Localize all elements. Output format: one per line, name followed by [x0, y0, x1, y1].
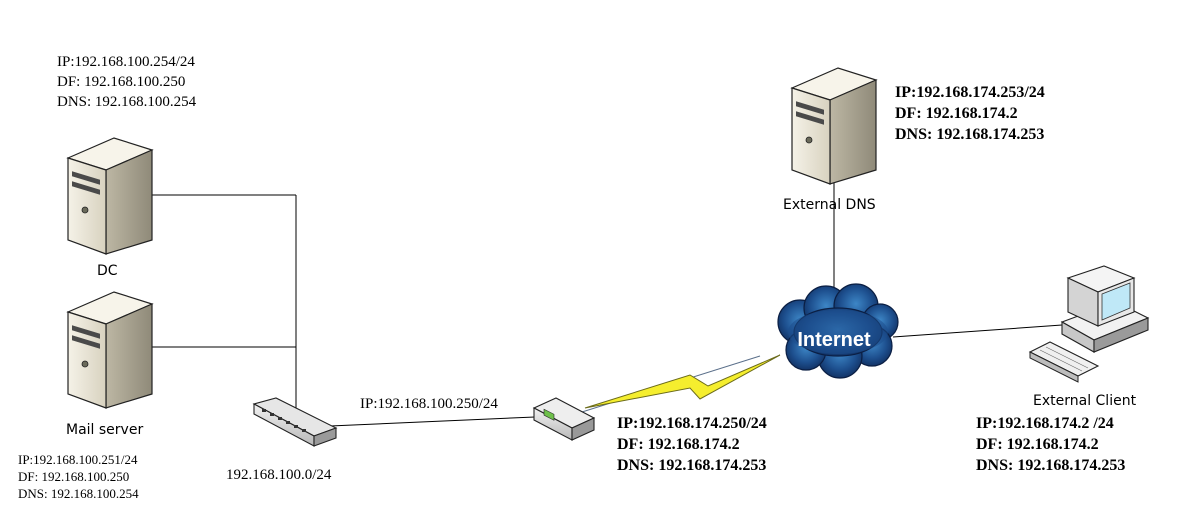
- router-icon: [532, 397, 596, 441]
- server-icon: [66, 291, 154, 409]
- external-dns-label: External DNS: [783, 197, 876, 213]
- external-client-dns: DNS: 192.168.174.253: [976, 457, 1126, 474]
- external-client-ip: IP:192.168.174.2 /24: [976, 415, 1114, 432]
- switch-icon: [252, 397, 338, 447]
- router-wan-info: IP:192.168.174.250/24 DF: 192.168.174.2 …: [617, 413, 767, 476]
- cloud-icon: [777, 283, 899, 379]
- connection-lines: [152, 183, 1063, 427]
- server-icon: [66, 137, 154, 255]
- external-client-label: External Client: [1033, 393, 1137, 409]
- dc-default-gateway: DF: 192.168.100.250: [57, 74, 186, 90]
- dc-info: IP:192.168.100.254/24 DF: 192.168.100.25…: [57, 52, 196, 112]
- mail-server-label: Mail server: [66, 422, 144, 438]
- server-icon: [790, 67, 878, 185]
- mail-ip: IP:192.168.100.251/24: [18, 452, 138, 467]
- dc-label: DC: [97, 263, 118, 279]
- dc-ip: IP:192.168.100.254/24: [57, 54, 195, 70]
- external-dns-default-gateway: DF: 192.168.174.2: [895, 105, 1018, 122]
- router-default-gateway: DF: 192.168.174.2: [617, 436, 740, 453]
- external-dns-info: IP:192.168.174.253/24 DF: 192.168.174.2 …: [895, 82, 1045, 145]
- mail-dns: DNS: 192.168.100.254: [18, 486, 139, 501]
- external-dns-ip: IP:192.168.174.253/24: [895, 84, 1045, 101]
- dc-dns: DNS: 192.168.100.254: [57, 94, 197, 110]
- desktop-computer-icon: [1028, 265, 1150, 383]
- switch-subnet-label: 192.168.100.0/24: [226, 467, 332, 483]
- switch-router-link: [329, 416, 536, 427]
- mail-server-info: IP:192.168.100.251/24 DF: 192.168.100.25…: [18, 451, 139, 502]
- router-lan-ip: IP:192.168.100.250/24: [360, 396, 498, 412]
- external-dns-dns: DNS: 192.168.174.253: [895, 126, 1045, 143]
- external-client-default-gateway: DF: 192.168.174.2: [976, 436, 1099, 453]
- mail-default-gateway: DF: 192.168.100.250: [18, 469, 130, 484]
- router-wan-ip: IP:192.168.174.250/24: [617, 415, 767, 432]
- internet-label: Internet: [797, 329, 871, 351]
- internet-client-link: [892, 324, 1063, 338]
- external-client-info: IP:192.168.174.2 /24 DF: 192.168.174.2 D…: [976, 413, 1125, 476]
- lightning-link-icon: [584, 354, 781, 409]
- router-dns: DNS: 192.168.174.253: [617, 457, 767, 474]
